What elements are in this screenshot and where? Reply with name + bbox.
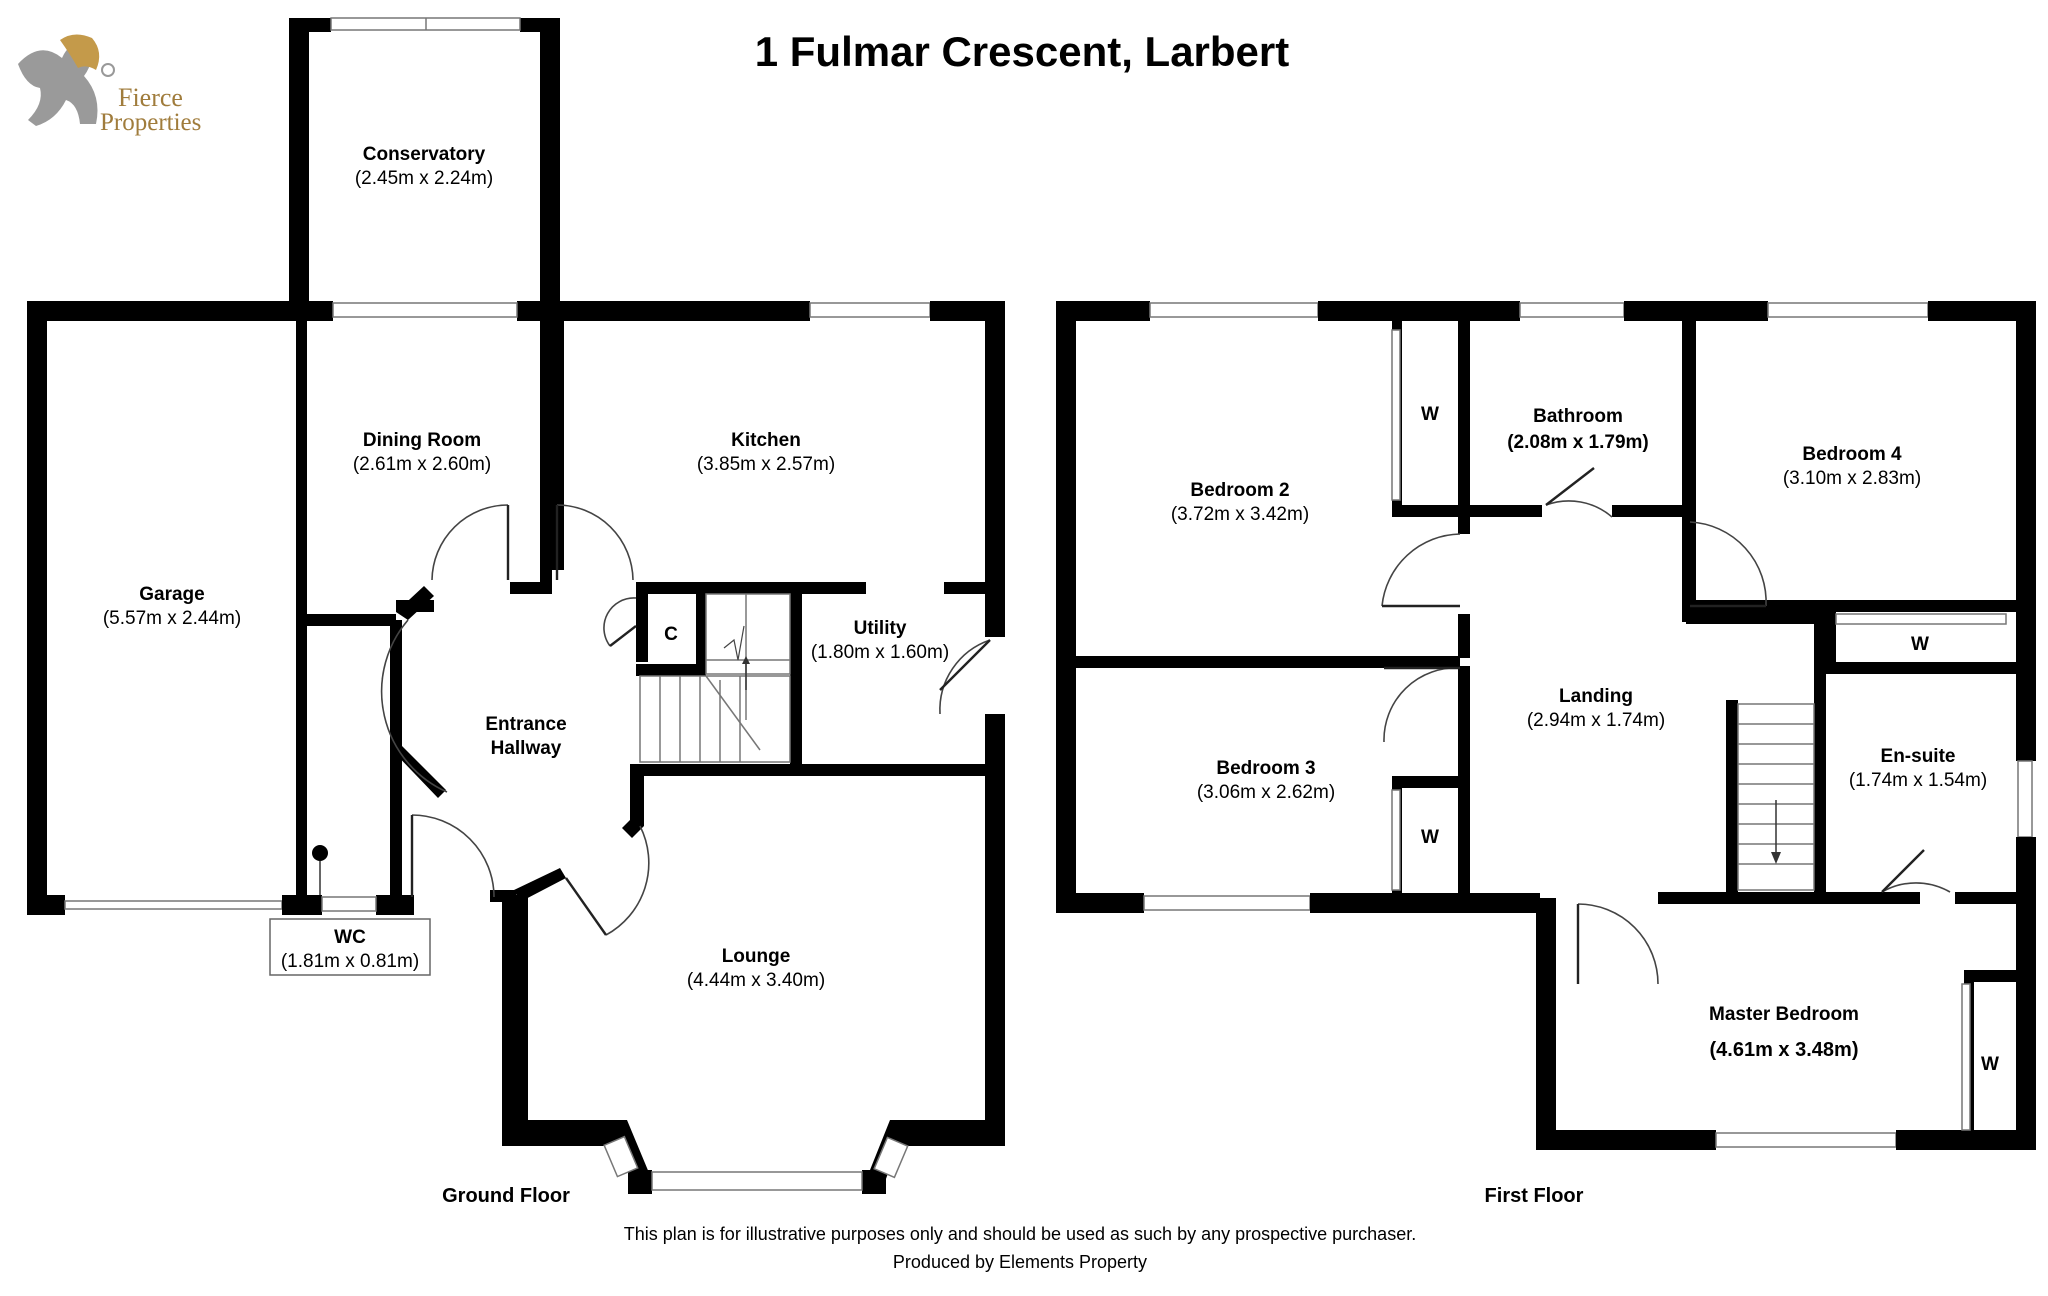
wardrobe-bedroom3-label: W bbox=[1421, 827, 1439, 848]
wardrobe-bedroom2-label: W bbox=[1421, 404, 1439, 425]
bedroom4-dims: (3.10m x 2.83m) bbox=[1783, 468, 1921, 489]
lounge-label: Lounge bbox=[722, 946, 791, 967]
ensuite-dims: (1.74m x 1.54m) bbox=[1849, 770, 1987, 791]
bedroom2-label: Bedroom 2 bbox=[1190, 480, 1289, 501]
utility-label: Utility bbox=[854, 618, 907, 639]
bathroom-window bbox=[1519, 302, 1625, 318]
kitchen-dims: (3.85m x 2.57m) bbox=[697, 454, 835, 475]
bedroom4-wardrobe-door bbox=[1835, 613, 2007, 625]
first-floor-plan bbox=[1056, 301, 2036, 1150]
ground-floor-label: Ground Floor bbox=[442, 1185, 570, 1207]
wc-dims: (1.81m x 0.81m) bbox=[281, 951, 419, 972]
bedroom2-window bbox=[1149, 302, 1319, 318]
landing-dims: (2.94m x 1.74m) bbox=[1527, 710, 1665, 731]
dining-patio-door bbox=[332, 302, 518, 318]
garage-door bbox=[64, 900, 283, 910]
master-bedroom-dims: (4.61m x 3.48m) bbox=[1710, 1039, 1859, 1061]
ground-floor-stairs bbox=[639, 593, 791, 763]
bedroom3-label: Bedroom 3 bbox=[1216, 758, 1315, 779]
bedroom4-label: Bedroom 4 bbox=[1802, 444, 1902, 465]
disclaimer-text: This plan is for illustrative purposes o… bbox=[624, 1224, 1416, 1244]
wardrobe-bedroom4-label: W bbox=[1911, 634, 1929, 655]
hallway-label-line2: Hallway bbox=[491, 738, 562, 759]
conservatory-dims: (2.45m x 2.24m) bbox=[355, 168, 493, 189]
utility-dims: (1.80m x 1.60m) bbox=[811, 642, 949, 663]
page-title: 1 Fulmar Crescent, Larbert bbox=[755, 28, 1290, 75]
bathroom-dims: (2.08m x 1.79m) bbox=[1507, 432, 1649, 453]
wc-label: WC bbox=[334, 927, 366, 948]
ensuite-label: En-suite bbox=[1881, 746, 1956, 767]
bathroom-label: Bathroom bbox=[1533, 406, 1623, 427]
first-floor-label: First Floor bbox=[1485, 1185, 1584, 1207]
bedroom3-window bbox=[1143, 895, 1311, 911]
first-floor-stairs bbox=[1737, 703, 1815, 891]
logo-text-properties: Properties bbox=[100, 109, 201, 136]
first-floor-doors bbox=[1381, 467, 1951, 985]
logo-text-fierce: Fierce bbox=[118, 83, 183, 112]
bedroom4-window bbox=[1767, 302, 1929, 318]
conservatory-label: Conservatory bbox=[363, 144, 486, 165]
ensuite-window bbox=[2017, 760, 2033, 838]
dining-room-dims: (2.61m x 2.60m) bbox=[353, 454, 491, 475]
landing-label: Landing bbox=[1559, 686, 1633, 707]
ground-floor-doors bbox=[380, 504, 991, 936]
cupboard-label: C bbox=[664, 624, 678, 645]
wc-window bbox=[321, 896, 377, 912]
bedroom3-dims: (3.06m x 2.62m) bbox=[1197, 782, 1335, 803]
master-bedroom-window bbox=[1715, 1132, 1897, 1148]
bedroom2-dims: (3.72m x 3.42m) bbox=[1171, 504, 1309, 525]
fierce-properties-logo: Fierce Properties bbox=[18, 34, 201, 136]
ground-floor-plan bbox=[27, 17, 1005, 1194]
master-bedroom-label: Master Bedroom bbox=[1709, 1004, 1859, 1025]
wardrobe-master-label: W bbox=[1981, 1054, 1999, 1075]
garage-dims: (5.57m x 2.44m) bbox=[103, 608, 241, 629]
lounge-bay-window bbox=[651, 1171, 863, 1191]
kitchen-window bbox=[809, 302, 931, 318]
kitchen-label: Kitchen bbox=[731, 430, 801, 451]
lounge-dims: (4.44m x 3.40m) bbox=[687, 970, 825, 991]
wc-label-box bbox=[269, 918, 431, 976]
garage-label: Garage bbox=[139, 584, 204, 605]
hallway-label-line1: Entrance bbox=[485, 714, 566, 735]
dining-room-label: Dining Room bbox=[363, 430, 481, 451]
producer-text: Produced by Elements Property bbox=[893, 1252, 1147, 1272]
